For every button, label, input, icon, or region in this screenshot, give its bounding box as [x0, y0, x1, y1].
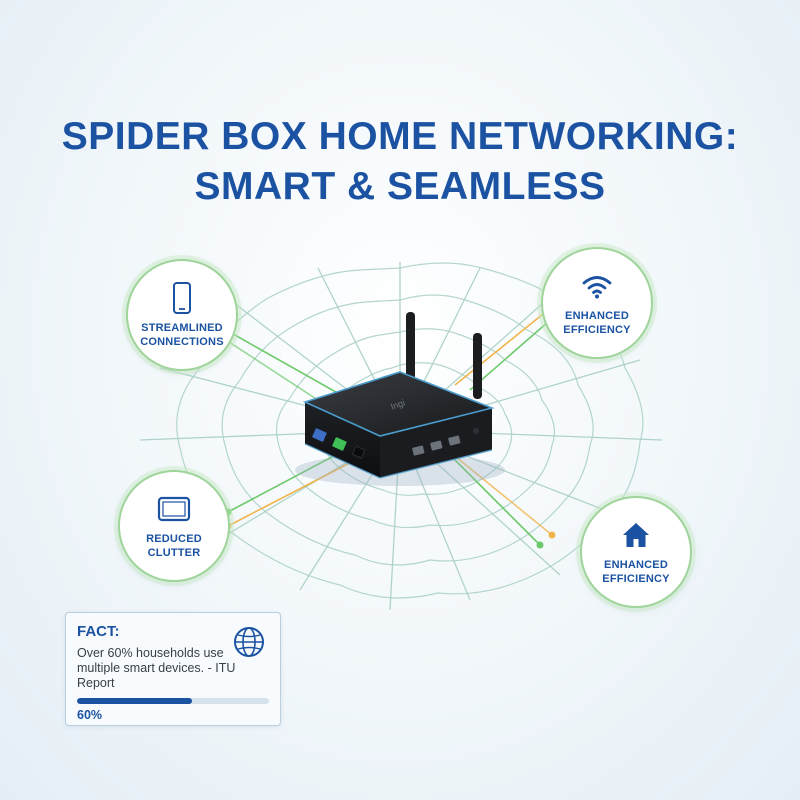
title-line-1: SPIDER BOX HOME NETWORKING:: [61, 115, 739, 158]
antenna-left: [406, 312, 415, 388]
progress-bar: [77, 698, 269, 704]
page-title: SPIDER BOX HOME NETWORKING: SMART & SEAM…: [0, 112, 800, 212]
globe-icon: [234, 627, 264, 657]
router-brand-mark: Ingi: [389, 398, 406, 412]
antenna-right: [473, 333, 482, 399]
home-icon: [616, 518, 656, 552]
wifi-icon: [577, 269, 617, 303]
fact-heading: FACT:: [77, 623, 120, 640]
tablet-icon: [154, 492, 194, 526]
fact-card: FACT: Over 60% households use multiple s…: [65, 612, 281, 726]
progress-label: 60%: [77, 708, 103, 722]
router-device: Ingi: [295, 312, 505, 486]
progress-bar-fill: [77, 698, 193, 704]
fact-text: Over 60% households use multiple smart d…: [77, 646, 236, 690]
connection-links: [225, 309, 553, 546]
smartphone-icon: [162, 281, 202, 315]
router-top: [302, 371, 495, 437]
title-line-2: SMART & SEAMLESS: [194, 165, 606, 208]
